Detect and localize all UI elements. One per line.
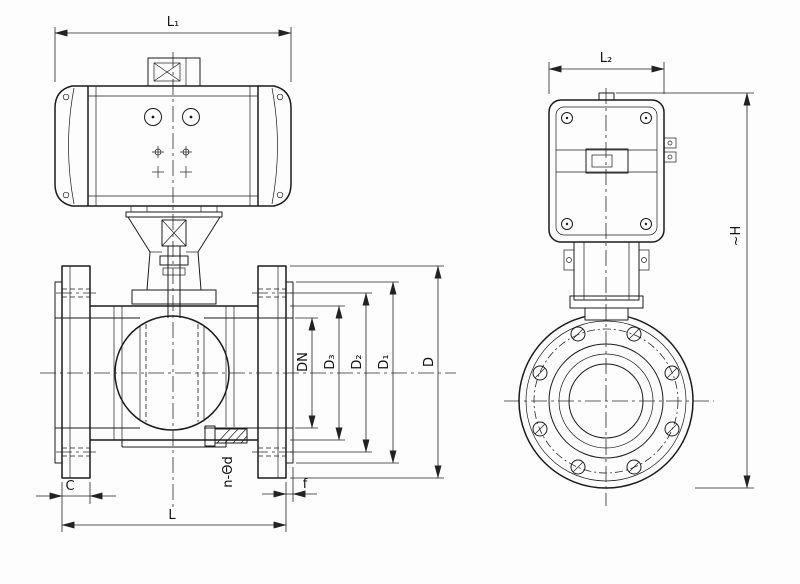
mounting-bracket-side <box>563 241 650 309</box>
dim-L: L <box>61 482 287 532</box>
pinion-port-right <box>182 108 200 126</box>
body-stud <box>204 425 248 447</box>
dim-label-D1: D₁ <box>377 354 392 369</box>
mounting-bracket-front <box>125 205 223 305</box>
dim-D2: D₂ <box>290 292 372 453</box>
dim-label-H: ~H <box>729 226 744 247</box>
stem-coupling <box>161 219 187 247</box>
dim-L1: L₁ <box>54 15 292 82</box>
dim-label-D2: D₂ <box>350 354 365 369</box>
dim-label-L: L <box>168 508 176 523</box>
dim-label-L1: L₁ <box>167 15 179 30</box>
dim-D: D <box>290 265 444 479</box>
dim-label-n-theta-d: n-Θd <box>221 456 236 487</box>
side-dimensions: L₂ ~H <box>548 51 754 489</box>
centerlines <box>40 52 714 508</box>
actuator-top-box <box>147 57 201 87</box>
dim-C: C <box>36 479 116 532</box>
air-port-marks <box>152 146 192 178</box>
stem-and-gland <box>159 246 189 318</box>
valve-body-front <box>55 305 293 448</box>
actuator-nameplate <box>585 148 629 174</box>
pinion-port-left <box>144 108 162 126</box>
front-dimensions: L₁ DN D₃ D₂ D₁ <box>36 15 444 532</box>
dim-label-L2: L₂ <box>600 51 612 66</box>
actuator-side <box>548 92 677 243</box>
dim-DN: DN <box>295 317 318 429</box>
dim-label-D: D <box>422 357 437 367</box>
flange-bolt-holes-front <box>56 288 292 457</box>
dim-label-D3: D₃ <box>323 354 338 369</box>
flange-bolt-holes-side <box>532 326 680 475</box>
dim-L2: L₂ <box>548 51 665 94</box>
valve-flanges-front <box>54 265 294 479</box>
front-view <box>54 57 294 479</box>
dim-D3: D₃ <box>290 305 345 441</box>
dim-H: ~H <box>616 92 754 489</box>
actuator-front <box>54 57 292 207</box>
dim-D1: D₁ <box>296 281 399 464</box>
dim-label-f: f <box>303 477 308 492</box>
dim-label-DN: DN <box>296 352 311 372</box>
dim-label-C: C <box>65 479 74 494</box>
air-fitting <box>663 137 677 163</box>
dim-f: f <box>262 467 317 502</box>
